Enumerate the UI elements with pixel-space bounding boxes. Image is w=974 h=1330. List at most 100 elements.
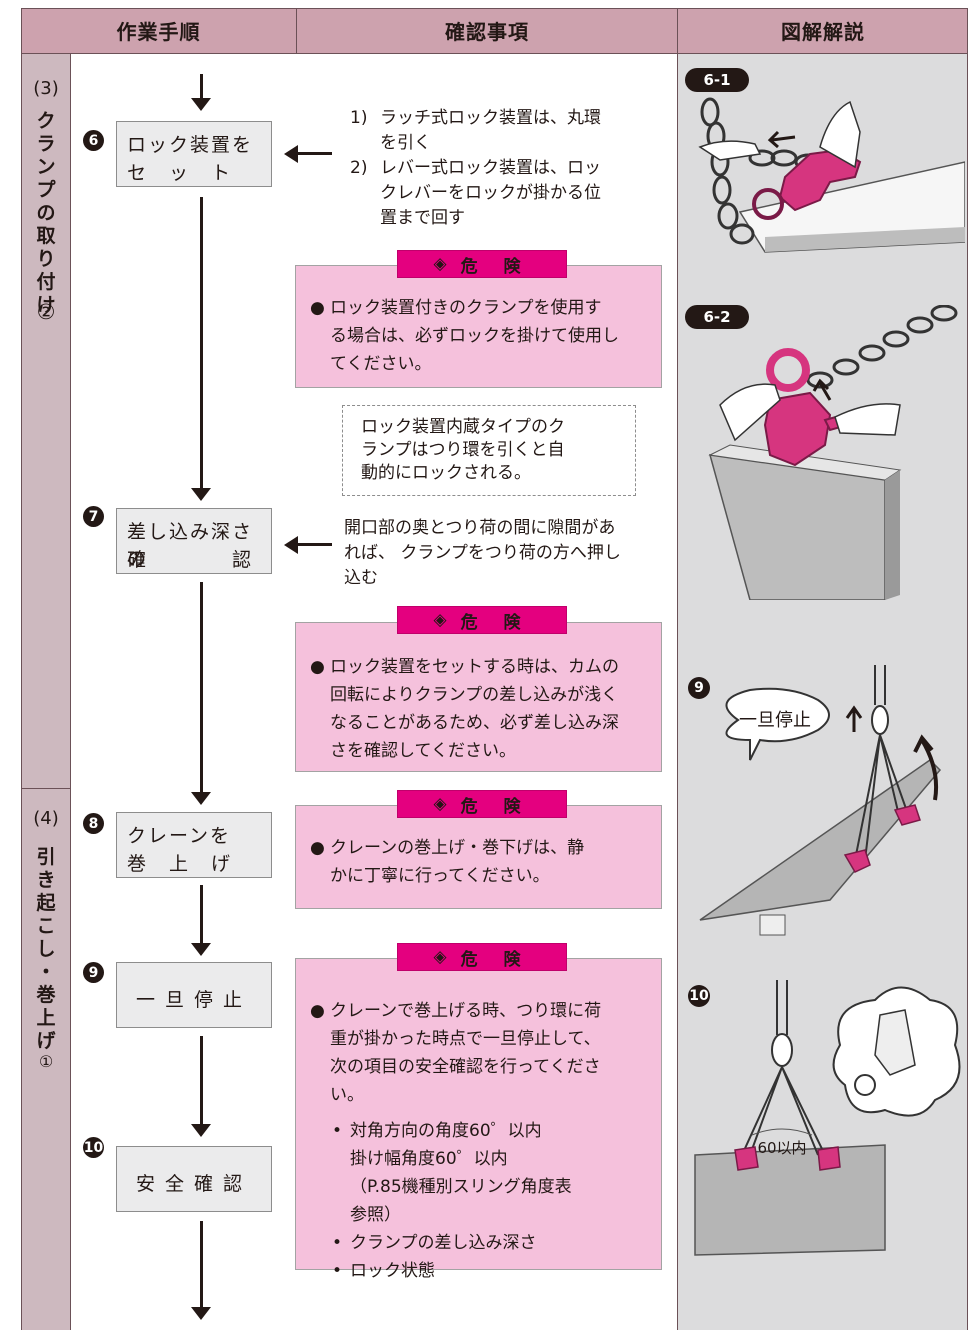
phase-3-char: ク (36, 110, 56, 132)
instruction-key (350, 131, 380, 156)
figure-9-number: 9 (688, 677, 710, 699)
danger-3-text: クレーンの巻上げ・巻下げは、静 (330, 838, 585, 858)
danger-label-text: 危 険 (460, 256, 531, 277)
step-6-box: ロック装置を セ ッ ト (116, 121, 272, 187)
step-10-box: 安全確認 (116, 1146, 272, 1212)
step-10-line1: 安全確認 (135, 1173, 252, 1195)
step-6-pointer-line (296, 152, 332, 155)
checklist-text: ロック状態 (350, 1261, 435, 1281)
danger-label-2: ◈ 危 険 (397, 606, 567, 634)
danger-label-4: ◈ 危 険 (397, 943, 567, 971)
flow-line (200, 1036, 203, 1126)
lock-note: ロック装置内蔵タイプのク ランプはつり環を引くと自 動的にロックされる。 (342, 405, 636, 496)
phase-3-number: (3) (33, 78, 59, 99)
checklist-item: 掛け幅角度60゜以内 (332, 1145, 651, 1173)
flow-arrow-head (191, 1307, 211, 1320)
step-8-line1: クレーンを (127, 825, 232, 847)
step-6-pointer-head (284, 145, 298, 163)
step-6-line2: セ ッ ト (127, 162, 233, 184)
instruction-text: れば、 クランプをつり荷の方へ押し (344, 543, 621, 563)
phase-4-char: 起 (36, 892, 56, 914)
danger-box-2: ●ロック装置をセットする時は、カムの 回転によりクランプの差し込みが浅く なるこ… (295, 622, 662, 772)
warning-icon: ◈ (433, 254, 447, 274)
flow-arrow-head (191, 98, 211, 111)
danger-1-text: る場合は、必ずロックを掛けて使用し (330, 326, 619, 346)
checklist-item: 参照） (332, 1201, 651, 1229)
table-frame (21, 8, 968, 1330)
phase-4-char: き (36, 869, 56, 891)
step-10-number: 10 (83, 1137, 104, 1158)
figure-10-angle-label: 60以内 (757, 1139, 806, 1157)
checklist-text: 掛け幅角度60゜以内 (350, 1149, 508, 1169)
danger-box-1: ●ロック装置付きのクランプを使用す る場合は、必ずロックを掛けて使用し てくださ… (295, 265, 662, 388)
instruction-row: 1) ラッチ式ロック装置は、丸環 (350, 106, 670, 131)
phase-3-char: の (36, 202, 56, 224)
flow-line (200, 197, 203, 490)
danger-label-text: 危 険 (460, 949, 531, 970)
flow-arrow-head (191, 1124, 211, 1137)
checklist-item: •クランプの差し込み深さ (332, 1229, 651, 1257)
warning-icon: ◈ (433, 794, 447, 814)
step-9-line1: 一旦停止 (135, 989, 252, 1011)
danger-2-text: ロック装置をセットする時は、カムの (330, 657, 619, 677)
warning-icon: ◈ (433, 610, 447, 630)
header-check-items: 確認事項 (296, 8, 677, 54)
instruction-text: 込む (344, 568, 378, 588)
danger-4-text: 次の項目の安全確認を行ってくださ (330, 1057, 601, 1077)
phase-4-char: ・ (36, 961, 56, 983)
phase-divider (21, 788, 71, 789)
danger-2-text: なることがあるため、必ず差し込み深 (330, 713, 619, 733)
instruction-key: 1) (350, 108, 368, 128)
checklist-text: 対角方向の角度60゜以内 (350, 1121, 542, 1141)
danger-4-line: 重が掛かった時点で一旦停止して、 (310, 1025, 651, 1053)
danger-2-body: ●ロック装置をセットする時は、カムの 回転によりクランプの差し込みが浅く なるこ… (310, 653, 651, 765)
phase-3-char: り (36, 248, 56, 270)
phase-3-char: プ (36, 179, 56, 201)
instruction-text: を引く (380, 133, 431, 153)
step-7-instructions: 開口部の奥とつり荷の間に隙間があ れば、 クランプをつり荷の方へ押し 込む (344, 516, 670, 591)
danger-1-line: てください。 (310, 350, 651, 378)
danger-4-line: 次の項目の安全確認を行ってくださ (310, 1053, 651, 1081)
step-7-box: 差し込み深さの 確 認 (116, 508, 272, 574)
phase-3-char: ン (36, 156, 56, 178)
phase-4-number: (4) (33, 808, 59, 829)
instruction-row: を引く (350, 131, 670, 156)
danger-box-4: ●クレーンで巻上げる時、つり環に荷 重が掛かった時点で一旦停止して、 次の項目の… (295, 958, 662, 1281)
lock-note-line: ランプはつり環を引くと自 (361, 440, 565, 460)
danger-label-text: 危 険 (460, 612, 531, 633)
warning-icon: ◈ (433, 947, 447, 967)
danger-label-1: ◈ 危 険 (397, 250, 567, 278)
danger-label-3: ◈ 危 険 (397, 790, 567, 818)
figure-6-1-image (698, 97, 965, 253)
checklist-text: （P.85機種別スリング角度表 (350, 1177, 572, 1197)
instruction-text: レバー式ロック装置は、ロッ (380, 158, 601, 178)
lock-note-line: ロック装置内蔵タイプのク (361, 417, 565, 437)
danger-label-text: 危 険 (460, 796, 531, 817)
danger-4-line: ●クレーンで巻上げる時、つり環に荷 (310, 997, 651, 1025)
figure-6-2-image (708, 305, 958, 600)
flow-arrow-head (191, 488, 211, 501)
danger-4-text: クレーンで巻上げる時、つり環に荷 (330, 1001, 602, 1021)
instruction-key (350, 206, 380, 231)
phase-3-char: け (36, 294, 56, 316)
figure-6-2-badge: 6-2 (685, 305, 749, 329)
step-8-box: クレーンを 巻 上 げ (116, 812, 272, 878)
danger-3-line: かに丁寧に行ってください。 (310, 862, 651, 890)
step-7-line2: 確 認 (127, 549, 254, 571)
instruction-key: 2) (350, 158, 368, 178)
phase-3-char: 取 (36, 225, 56, 247)
phase-4-char: 巻 (36, 984, 56, 1006)
phase-4-char: 上 (36, 1007, 56, 1029)
danger-1-text: てください。 (330, 354, 432, 374)
header-illustration: 図解解説 (677, 8, 968, 54)
danger-3-text: かに丁寧に行ってください。 (330, 866, 550, 886)
instruction-row: 置まで回す (350, 206, 670, 231)
flow-line (200, 885, 203, 945)
header-procedure: 作業手順 (21, 8, 296, 54)
phase-4-title: 引 き 起 こ し ・ 巻 上 げ (21, 846, 71, 1053)
instruction-text: ラッチ式ロック装置は、丸環 (380, 108, 601, 128)
step-8-number: 8 (83, 813, 104, 834)
step-7-number: 7 (83, 506, 104, 527)
danger-2-text: 回転によりクランプの差し込みが浅く (330, 685, 619, 705)
step-9-box: 一旦停止 (116, 962, 272, 1028)
